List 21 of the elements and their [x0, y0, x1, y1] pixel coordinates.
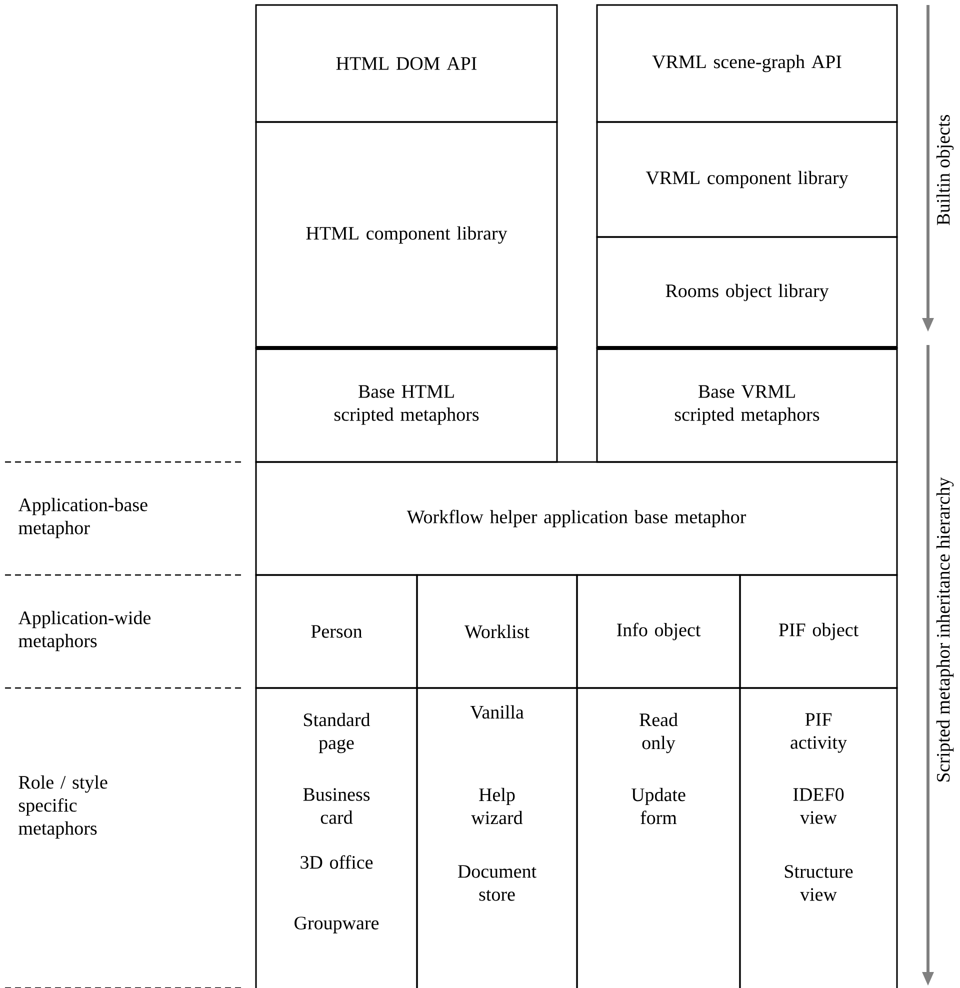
level-label: Role / style specific metaphors	[18, 775, 108, 839]
level-label: Application-base metaphor	[18, 498, 148, 538]
layer-box: Info object	[576, 574, 741, 689]
column-cell: Standard page Business card 3D office Groupware	[255, 687, 418, 988]
column-cell: PIF activity IDEF0 view Structure view	[739, 687, 898, 988]
axis-label: Scripted metaphor inheritance hierarchy	[936, 477, 954, 782]
layer-box: Worklist	[416, 574, 578, 689]
layer-box: VRML component library	[596, 121, 898, 238]
level-label: Application-wide metaphors	[18, 610, 151, 652]
layer-box: Base HTML scripted metaphors	[255, 347, 558, 463]
layer-box: PIF object	[739, 574, 898, 689]
layer-box: Rooms object library	[596, 236, 898, 349]
layer-box: Base VRML scripted metaphors	[596, 347, 898, 463]
column-cell: Vanilla Help wizard Document store	[416, 687, 578, 988]
axis-label: Builtin objects	[936, 114, 954, 226]
layer-box: VRML scene-graph API	[596, 4, 898, 123]
column-cell: Read only Update form	[576, 687, 741, 988]
layer-box: HTML DOM API	[255, 4, 558, 123]
layer-box: Person	[255, 574, 418, 689]
layer-box: HTML component library	[255, 121, 558, 349]
layer-box: Workflow helper application base metaphor	[255, 461, 898, 576]
